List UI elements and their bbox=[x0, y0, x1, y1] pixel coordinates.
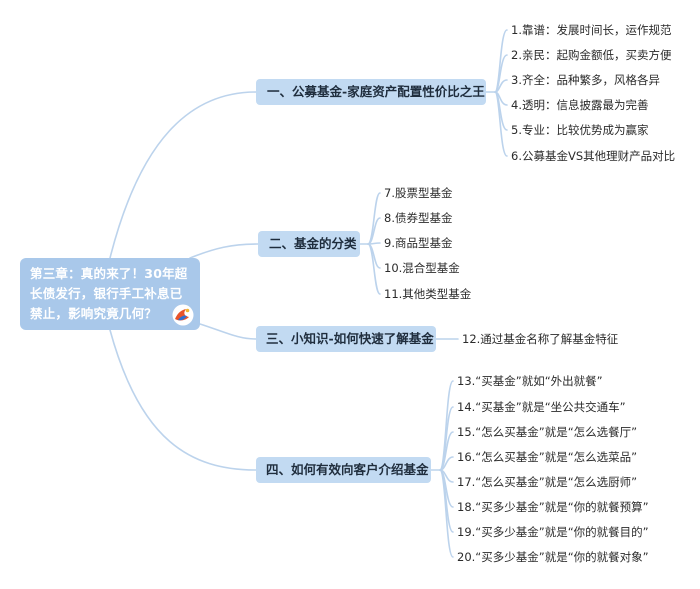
branch-3[interactable]: 三、小知识-如何快速了解基金 bbox=[256, 326, 436, 352]
leaf-16[interactable]: 16.“怎么买基金”就是“怎么选菜品” bbox=[457, 450, 638, 464]
root-node[interactable]: 第三章：真的来了！30年超长债发行，银行手工补息已禁止，影响究竟几何？ bbox=[20, 258, 200, 330]
leaf-1[interactable]: 1.靠谱：发展时间长，运作规范 bbox=[511, 23, 672, 37]
connector-root-b1 bbox=[109, 91, 257, 259]
branch-2-label: 二、基金的分类 bbox=[269, 236, 357, 251]
leaf-14[interactable]: 14.“买基金”就是“坐公共交通车” bbox=[457, 400, 626, 414]
branch-3-label: 三、小知识-如何快速了解基金 bbox=[266, 331, 434, 346]
leaf-12[interactable]: 12.通过基金名称了解基金特征 bbox=[462, 332, 619, 346]
connector-root-b3 bbox=[199, 323, 257, 340]
leaf-8[interactable]: 8.债券型基金 bbox=[384, 211, 453, 225]
leaf-10[interactable]: 10.混合型基金 bbox=[384, 261, 460, 275]
leaf-15[interactable]: 15.“怎么买基金”就是“怎么选餐厅” bbox=[457, 425, 638, 439]
leaf-11[interactable]: 11.其他类型基金 bbox=[384, 287, 472, 301]
leaf-17[interactable]: 17.“怎么买基金”就是“怎么选厨师” bbox=[457, 475, 638, 489]
branch-1[interactable]: 一、公募基金-家庭资产配置性价比之王 bbox=[256, 79, 486, 105]
flame-logo-icon bbox=[172, 304, 194, 326]
branch-4-label: 四、如何有效向客户介绍基金 bbox=[266, 462, 429, 477]
leaf-6[interactable]: 6.公募基金VS其他理财产品对比 bbox=[511, 149, 676, 163]
branch-4[interactable]: 四、如何有效向客户介绍基金 bbox=[256, 457, 431, 483]
leaf-2[interactable]: 2.亲民：起购金额低，买卖方便 bbox=[511, 48, 672, 62]
leaf-4[interactable]: 4.透明：信息披露最为完善 bbox=[511, 98, 649, 112]
leaf-7[interactable]: 7.股票型基金 bbox=[384, 186, 453, 200]
leaf-19[interactable]: 19.“买多少基金”就是“你的就餐目的” bbox=[457, 525, 649, 539]
leaf-20[interactable]: 20.“买多少基金”就是“你的就餐对象” bbox=[457, 550, 649, 564]
root-title: 第三章：真的来了！30年超长债发行，银行手工补息已禁止，影响究竟几何？ bbox=[30, 266, 188, 321]
leaf-5[interactable]: 5.专业：比较优势成为赢家 bbox=[511, 123, 649, 137]
connector-root-b2 bbox=[189, 243, 259, 259]
leaf-18[interactable]: 18.“买多少基金”就是“你的就餐预算” bbox=[457, 500, 649, 514]
branch-2[interactable]: 二、基金的分类 bbox=[258, 231, 360, 257]
leaf-3[interactable]: 3.齐全：品种繁多，风格各异 bbox=[511, 73, 660, 87]
branch-1-label: 一、公募基金-家庭资产配置性价比之王 bbox=[267, 84, 485, 99]
leaf-13[interactable]: 13.“买基金”就如“外出就餐” bbox=[457, 374, 603, 388]
leaf-9[interactable]: 9.商品型基金 bbox=[384, 236, 453, 250]
connector-root-b4 bbox=[109, 329, 257, 471]
